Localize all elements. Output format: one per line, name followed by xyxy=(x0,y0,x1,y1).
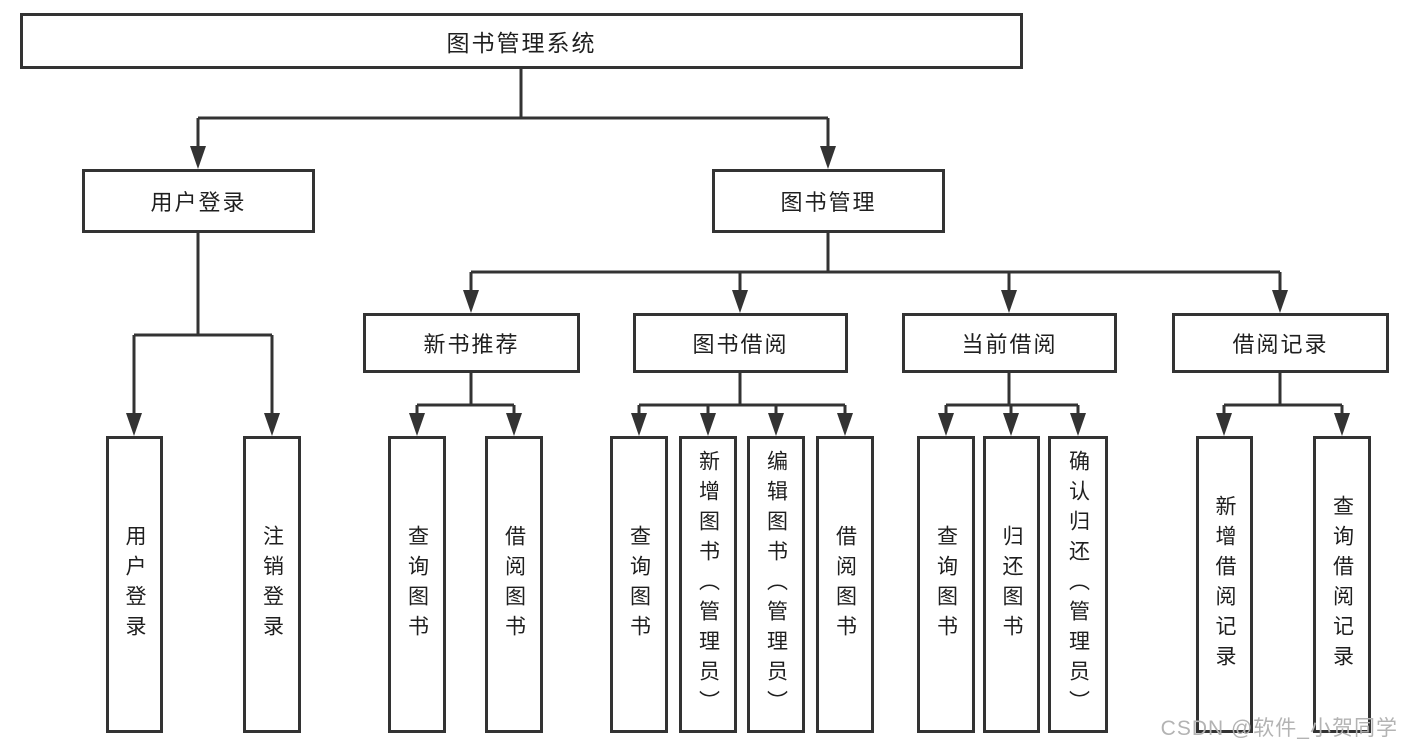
leaf-borrow-books-recommend: 借阅图书 xyxy=(485,436,543,733)
leaf-query-books-current-label: 查询图书 xyxy=(934,524,958,645)
node-borrow-records-label: 借阅记录 xyxy=(1232,332,1329,357)
leaf-add-book-admin-label: 新增图书（管理员） xyxy=(696,449,720,720)
connector-current-borrow xyxy=(938,373,1086,436)
connector-book-management xyxy=(463,233,1288,313)
node-book-management-label: 图书管理 xyxy=(780,190,877,215)
leaf-confirm-return-admin: 确认归还（管理员） xyxy=(1048,436,1108,733)
node-root-label: 图书管理系统 xyxy=(446,30,597,56)
csdn-watermark: CSDN @软件_小贺同学 xyxy=(1160,717,1398,740)
leaf-return-book-label: 归还图书 xyxy=(1000,524,1023,645)
leaf-query-borrow-record: 查询借阅记录 xyxy=(1313,436,1371,733)
node-new-book-recommend: 新书推荐 xyxy=(363,313,580,373)
leaf-add-borrow-record-label: 新增借阅记录 xyxy=(1213,494,1236,675)
leaf-edit-book-admin: 编辑图书（管理员） xyxy=(747,436,805,733)
leaf-borrow-books-recommend-label: 借阅图书 xyxy=(502,524,526,645)
leaf-logout: 注销登录 xyxy=(243,436,301,733)
node-current-borrow-label: 当前借阅 xyxy=(961,332,1058,357)
node-user-login-label: 用户登录 xyxy=(150,190,247,215)
leaf-query-books-current: 查询图书 xyxy=(917,436,975,733)
node-current-borrow: 当前借阅 xyxy=(902,313,1117,373)
leaf-add-book-admin: 新增图书（管理员） xyxy=(679,436,737,733)
leaf-user-login: 用户登录 xyxy=(106,436,163,733)
node-book-borrow: 图书借阅 xyxy=(633,313,848,373)
node-book-management: 图书管理 xyxy=(712,169,945,233)
connector-user-login xyxy=(126,233,280,436)
leaf-return-book: 归还图书 xyxy=(983,436,1040,733)
node-borrow-records: 借阅记录 xyxy=(1172,313,1389,373)
leaf-query-books-borrow: 查询图书 xyxy=(610,436,668,733)
node-new-book-recommend-label: 新书推荐 xyxy=(423,332,520,357)
leaf-logout-label: 注销登录 xyxy=(260,524,284,645)
leaf-confirm-return-admin-label: 确认归还（管理员） xyxy=(1066,449,1090,720)
connector-root xyxy=(190,69,836,169)
node-user-login: 用户登录 xyxy=(82,169,315,233)
leaf-edit-book-admin-label: 编辑图书（管理员） xyxy=(764,449,788,720)
leaf-query-books-borrow-label: 查询图书 xyxy=(627,524,651,645)
leaf-borrow-books: 借阅图书 xyxy=(816,436,874,733)
leaf-query-books-recommend-label: 查询图书 xyxy=(405,524,429,645)
node-book-borrow-label: 图书借阅 xyxy=(692,332,789,357)
connector-book-borrow xyxy=(631,373,853,436)
leaf-borrow-books-label: 借阅图书 xyxy=(833,524,857,645)
node-root: 图书管理系统 xyxy=(20,13,1023,69)
leaf-add-borrow-record: 新增借阅记录 xyxy=(1196,436,1253,733)
leaf-query-borrow-record-label: 查询借阅记录 xyxy=(1330,494,1354,675)
connector-new-book-recommend xyxy=(409,373,522,436)
leaf-user-login-label: 用户登录 xyxy=(123,524,146,645)
connector-borrow-records xyxy=(1216,373,1350,436)
leaf-query-books-recommend: 查询图书 xyxy=(388,436,446,733)
